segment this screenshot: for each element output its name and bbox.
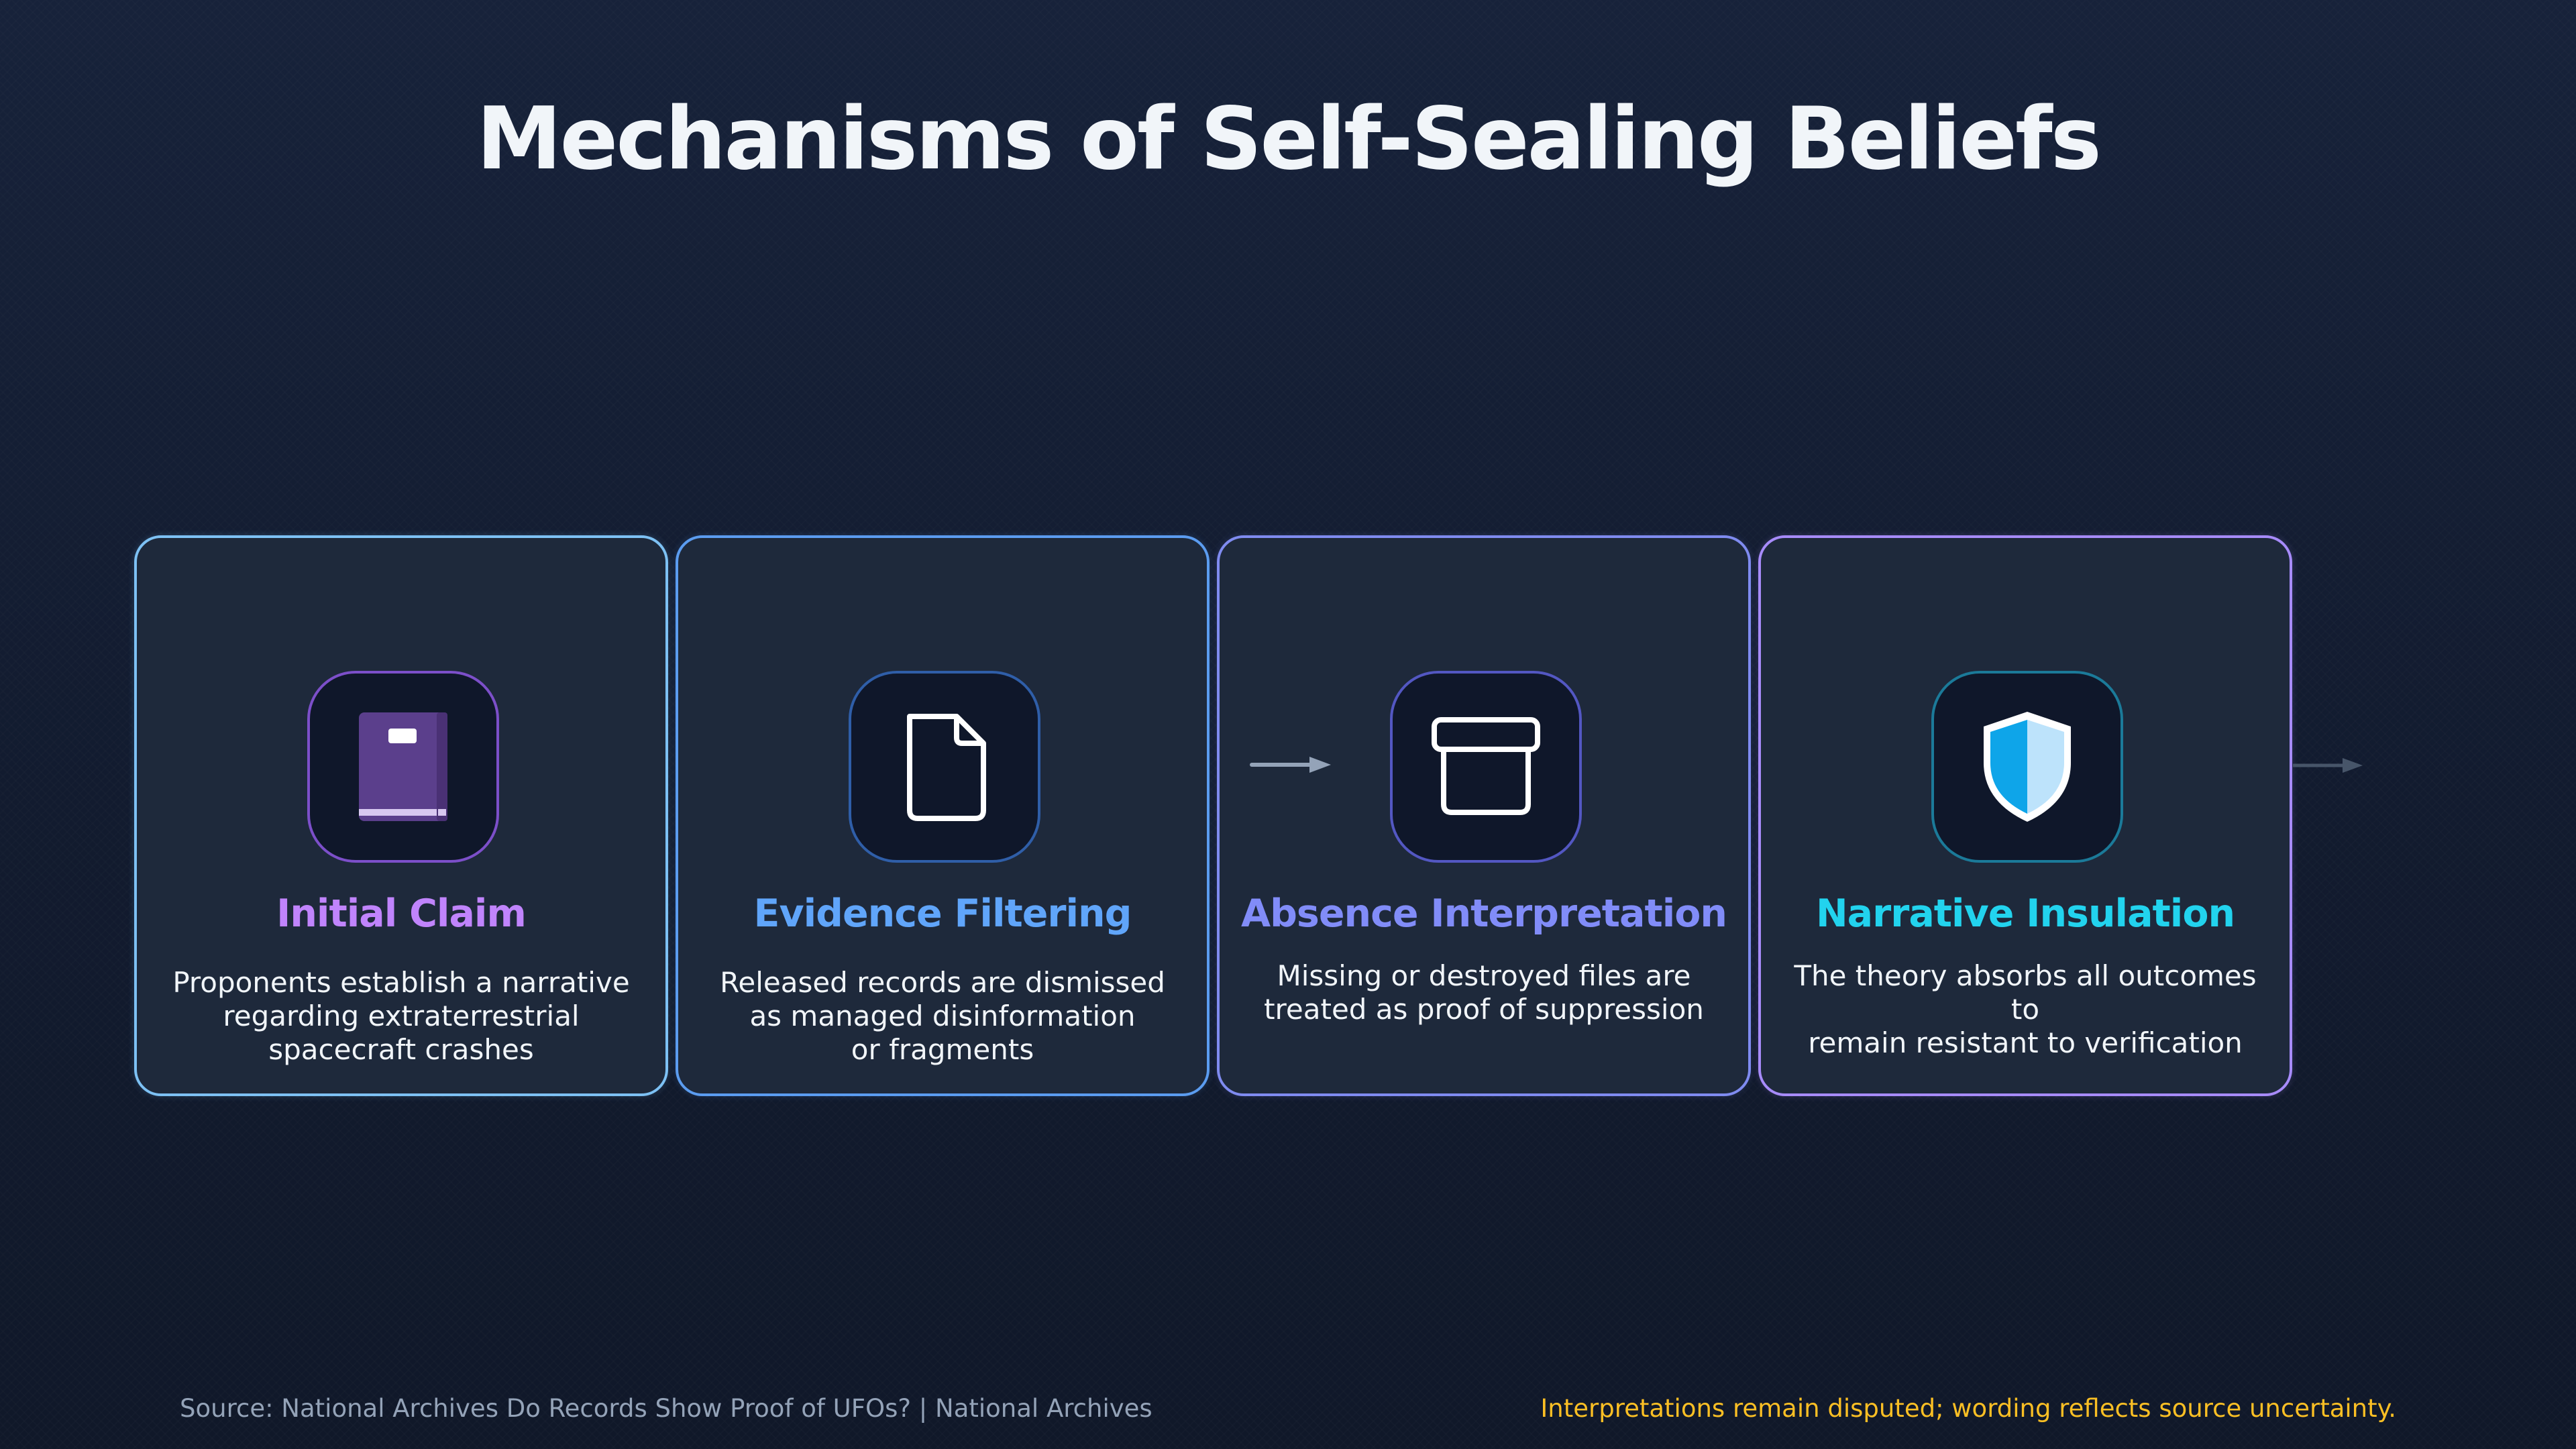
step-card-initial-claim: Initial Claim Proponents establish a nar…: [134, 535, 668, 1096]
shield-icon: [1984, 712, 2071, 822]
icon-box: [849, 671, 1040, 863]
book-icon: [359, 712, 447, 821]
step-description: Missing or destroyed files are treated a…: [1264, 959, 1704, 1026]
step-description: The theory absorbs all outcomes to remai…: [1794, 959, 2257, 1059]
step-card-evidence-filtering: Evidence Filtering Released records are …: [676, 535, 1210, 1096]
source-citation: Source: National Archives Do Records Sho…: [180, 1394, 1152, 1423]
arrow-right-icon: [1250, 757, 1331, 773]
step-title: Narrative Insulation: [1815, 892, 2235, 936]
step-title: Evidence Filtering: [753, 892, 1132, 936]
step-card-absence-interpretation: Absence Interpretation Missing or destro…: [1217, 535, 1751, 1096]
step-title: Initial Claim: [276, 892, 527, 936]
step-card-narrative-insulation: Narrative Insulation The theory absorbs …: [1758, 535, 2292, 1096]
document-icon: [907, 714, 986, 821]
icon-box: [1390, 671, 1582, 863]
archive-box-icon: [1432, 717, 1540, 815]
icon-box: [1931, 671, 2123, 863]
icon-box: [307, 671, 499, 863]
step-description: Released records are dismissed as manage…: [720, 966, 1165, 1066]
step-description: Proponents establish a narrative regardi…: [172, 966, 630, 1066]
page-title: Mechanisms of Self-Sealing Beliefs: [476, 89, 2102, 189]
step-title: Absence Interpretation: [1241, 892, 1727, 936]
disclaimer-note: Interpretations remain disputed; wording…: [1540, 1394, 2396, 1423]
arrow-right-icon: [2293, 758, 2363, 773]
